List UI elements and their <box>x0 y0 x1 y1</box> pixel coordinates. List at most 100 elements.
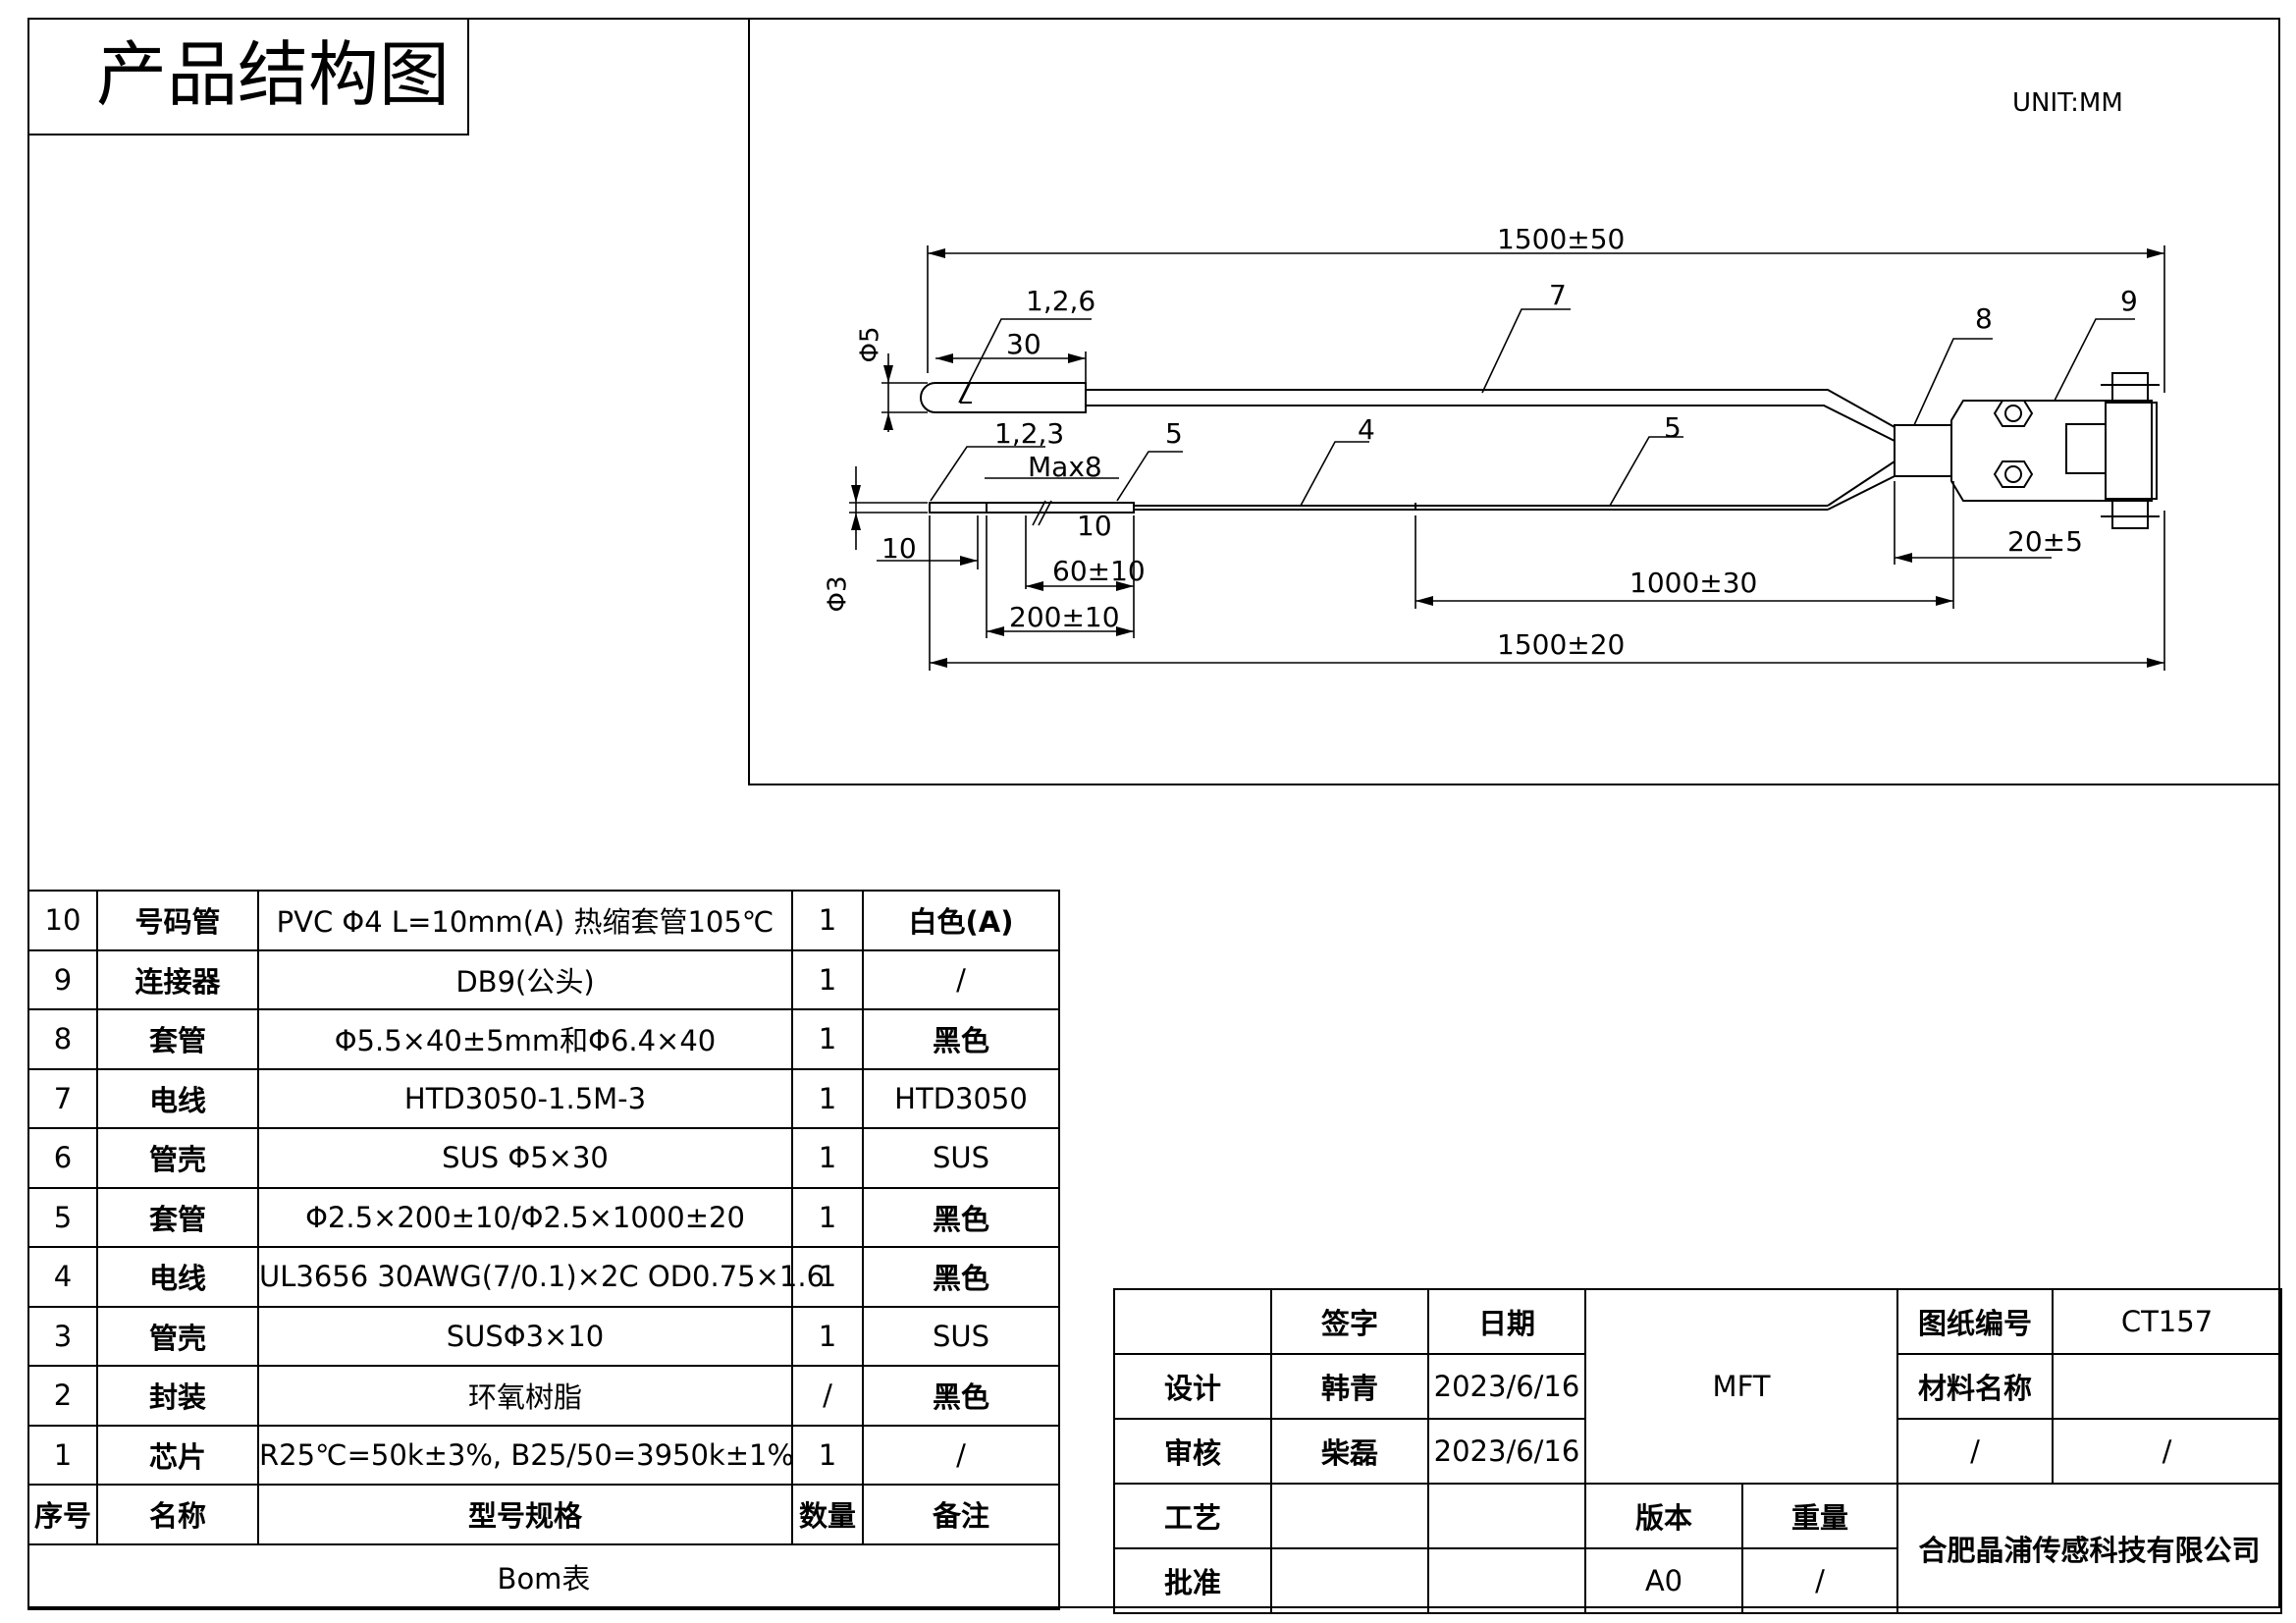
bom-cell: 黑色 <box>862 1186 1060 1248</box>
callout-1-2-3: 1,2,3 <box>994 417 1065 450</box>
bom-cell: 1 <box>791 890 864 951</box>
bom-cell: 7 <box>27 1067 98 1129</box>
bom-cell: 黑色 <box>862 1008 1060 1070</box>
hex-nut-bottom <box>1993 460 2034 488</box>
bom-cell: 3 <box>27 1305 98 1367</box>
bom-cell: 5 <box>27 1186 98 1248</box>
bom-header-row: 序号名称型号规格数量备注 <box>27 1484 1060 1545</box>
tb-review-date: 2023/6/16 <box>1427 1418 1586 1485</box>
product-structure-drawing <box>849 245 2165 671</box>
tb-drawing-no: CT157 <box>2052 1288 2282 1355</box>
tb-approve-sign <box>1270 1547 1429 1614</box>
bom-cell: SUS <box>862 1305 1060 1367</box>
bom-cell: 10 <box>27 890 98 951</box>
callout-5-left: 5 <box>1165 417 1183 450</box>
tb-process-date <box>1427 1483 1586 1549</box>
dim-max8: Max8 <box>1028 451 1102 483</box>
bom-cell: 4 <box>27 1246 98 1308</box>
bom-header-cell: 名称 <box>96 1484 259 1545</box>
callout-4: 4 <box>1358 413 1375 446</box>
tb-design-date: 2023/6/16 <box>1427 1353 1586 1420</box>
bom-header-cell: 型号规格 <box>257 1484 793 1545</box>
title-box <box>27 18 469 135</box>
tb-sign-header: 签字 <box>1270 1288 1429 1355</box>
bom-cell: UL3656 30AWG(7/0.1)×2C OD0.75×1.6 <box>257 1246 825 1308</box>
bom-header-cell: 数量 <box>791 1484 864 1545</box>
heat-shrink-tube <box>1894 424 1952 477</box>
tb-designer: 韩青 <box>1270 1353 1429 1420</box>
bom-cell: 1 <box>791 1305 864 1367</box>
bom-cell: 电线 <box>96 1067 259 1129</box>
tb-approve-date <box>1427 1547 1586 1614</box>
bom-cell: 管壳 <box>96 1305 259 1367</box>
bom-cell: 9 <box>27 948 98 1010</box>
dim-tip-length: 10 <box>881 532 917 565</box>
cable-upper <box>1086 389 1896 428</box>
tb-weight: / <box>1741 1547 1898 1614</box>
bom-cell: 1 <box>791 948 864 1010</box>
bom-cell: 1 <box>27 1424 98 1486</box>
bom-header-cell: 备注 <box>862 1484 1060 1545</box>
bom-cell: 号码管 <box>96 890 259 951</box>
bom-cell: 白色(A) <box>862 890 1060 951</box>
bom-cell: 6 <box>27 1127 98 1189</box>
hex-nut-top <box>1993 400 2034 427</box>
bom-cell: SUSΦ3×10 <box>257 1305 793 1367</box>
callout-5-right: 5 <box>1664 411 1682 444</box>
callout-1-2-6: 1,2,6 <box>1026 285 1096 317</box>
tb-approve-label: 批准 <box>1113 1547 1272 1614</box>
dim-sleeve-long: 1000±30 <box>1629 567 1758 599</box>
steel-shell-lower <box>929 502 988 514</box>
bom-cell: 8 <box>27 1008 98 1070</box>
tb-reviewer: 柴磊 <box>1270 1418 1429 1485</box>
callout-8: 8 <box>1975 302 1993 335</box>
bom-cell: 管壳 <box>96 1127 259 1189</box>
bom-cell: HTD3050 <box>862 1067 1060 1129</box>
dim-sleeve-short: 200±10 <box>1009 601 1120 633</box>
tb-version-label: 版本 <box>1584 1483 1743 1549</box>
bom-cell: 1 <box>791 1246 864 1308</box>
bom-cell: 1 <box>791 1008 864 1070</box>
tb-material-label: 材料名称 <box>1896 1353 2054 1420</box>
tb-drawing-no-label: 图纸编号 <box>1896 1288 2054 1355</box>
bom-cell: PVC Φ4 L=10mm(A) 热缩套管105℃ <box>257 890 793 951</box>
bom-cell: 1 <box>791 1424 864 1486</box>
tb-product-name: MFT <box>1584 1288 1898 1485</box>
tb-material-b: / <box>2052 1418 2282 1485</box>
tb-version: A0 <box>1584 1547 1743 1614</box>
bom-cell: Φ5.5×40±5mm和Φ6.4×40 <box>257 1008 793 1070</box>
tb-material-empty <box>2052 1353 2282 1420</box>
tb-process-label: 工艺 <box>1113 1483 1272 1549</box>
bom-cell: 黑色 <box>862 1246 1060 1308</box>
dim-total-bottom: 1500±20 <box>1497 628 1626 661</box>
bom-cell: 1 <box>791 1186 864 1248</box>
bom-cell: R25℃=50k±3%, B25/50=3950k±1% <box>257 1424 794 1486</box>
bom-cell: 套管 <box>96 1186 259 1248</box>
bom-cell: 电线 <box>96 1246 259 1308</box>
tb-weight-label: 重量 <box>1741 1483 1898 1549</box>
tb-design-label: 设计 <box>1113 1353 1272 1420</box>
dim-total-top: 1500±50 <box>1497 223 1626 255</box>
bom-cell: / <box>862 948 1060 1010</box>
bom-cell: 1 <box>791 1127 864 1189</box>
bom-caption: Bom表 <box>27 1542 1060 1610</box>
bom-cell: DB9(公头) <box>257 948 793 1010</box>
bom-cell: 套管 <box>96 1008 259 1070</box>
bom-cell: / <box>862 1424 1060 1486</box>
page-title: 产品结构图 <box>96 33 451 116</box>
tb-material-a: / <box>1896 1418 2054 1485</box>
callout-9: 9 <box>2120 285 2138 317</box>
bom-cell: 环氧树脂 <box>257 1365 793 1427</box>
tb-process-sign <box>1270 1483 1429 1549</box>
tb-date-header: 日期 <box>1427 1288 1586 1355</box>
tb-review-label: 审核 <box>1113 1418 1272 1485</box>
